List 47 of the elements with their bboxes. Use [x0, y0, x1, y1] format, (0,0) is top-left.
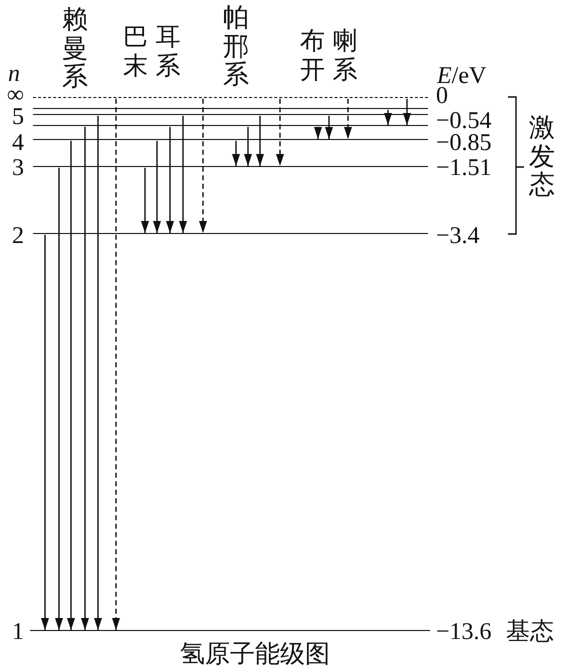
- axis-label: n: [8, 62, 20, 86]
- energy-level-line: [33, 233, 428, 234]
- transition-arrow: [153, 140, 161, 233]
- transition-arrow: [384, 110, 392, 125]
- transition-arrow: [344, 98, 352, 139]
- transition-arrow: [276, 98, 284, 166]
- transition-arrow: [41, 234, 49, 630]
- energy-value: −0.85: [436, 131, 492, 155]
- transition-arrow: [67, 140, 75, 630]
- transition-arrow: [199, 98, 207, 233]
- energy-level-line: [30, 630, 430, 631]
- transition-arrow: [141, 168, 149, 233]
- series-label: 巴耳末系: [123, 24, 188, 82]
- energy-level-line: [33, 108, 428, 109]
- transition-arrow: [112, 98, 120, 630]
- energy-level-line: [33, 114, 428, 115]
- energy-level-line: [33, 125, 428, 126]
- state-label: 基态: [506, 620, 554, 644]
- energy-value: −1.51: [436, 156, 492, 180]
- transition-arrow: [81, 126, 89, 630]
- transition-arrow: [325, 116, 333, 139]
- caption: 氢原子能级图: [180, 642, 330, 667]
- transition-arrow: [256, 116, 264, 166]
- energy-value: −3.4: [436, 224, 480, 248]
- transition-arrow: [403, 98, 411, 125]
- energy-value: −13.6: [436, 620, 492, 644]
- transition-arrow: [232, 140, 240, 166]
- level-number: 2: [12, 224, 24, 248]
- series-label: 帕邢系: [223, 4, 249, 90]
- energy-level-line: [33, 166, 428, 167]
- series-label: 赖曼系: [62, 6, 88, 92]
- transition-arrow: [244, 126, 252, 166]
- level-number: ∞: [6, 83, 24, 107]
- transition-arrow: [179, 116, 187, 233]
- level-number: 1: [12, 620, 24, 644]
- transition-arrow: [55, 168, 63, 630]
- energy-level-line: [33, 139, 428, 140]
- energy-level-line: [33, 97, 428, 98]
- level-number: 5: [12, 105, 24, 129]
- series-label: 布喇开系: [300, 28, 365, 86]
- level-number: 4: [12, 131, 24, 155]
- transition-arrow: [166, 126, 174, 233]
- state-label: 激发态: [529, 114, 555, 200]
- transition-arrow: [94, 116, 102, 630]
- transition-arrow: [314, 126, 322, 139]
- energy-value: −0.54: [436, 109, 492, 133]
- level-number: 3: [12, 156, 24, 180]
